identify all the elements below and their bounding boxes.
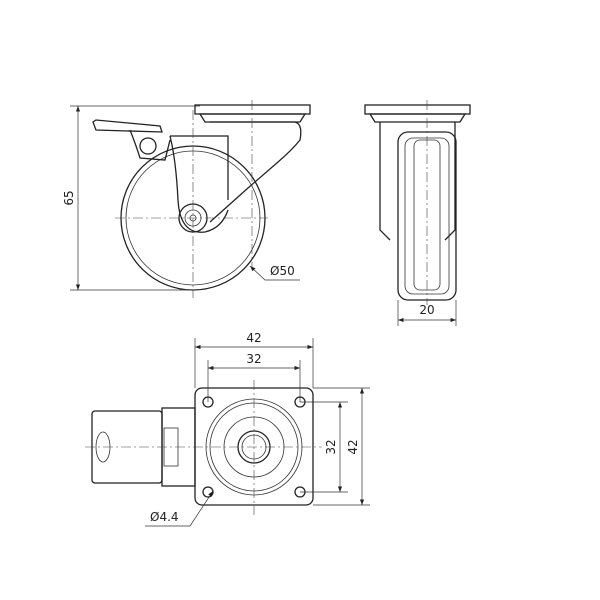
mounting-plate	[194, 104, 311, 115]
swivel-bearing	[198, 113, 307, 123]
wheel-diameter-label: Ø50	[270, 264, 295, 278]
fork-rear	[209, 121, 302, 223]
front-fork	[379, 122, 456, 241]
front-bearing	[368, 113, 467, 123]
plate-height-label: 42	[346, 439, 360, 454]
mounting-hole	[202, 486, 214, 498]
hole-leader	[145, 490, 214, 527]
side-view: 65 Ø50	[62, 100, 311, 298]
front-plate	[364, 104, 471, 115]
brake-pivot	[139, 137, 157, 155]
front-view: 20	[364, 100, 471, 326]
plate-width-label: 42	[246, 331, 261, 345]
wheel-width-label: 20	[419, 303, 434, 317]
hole-diameter-label: Ø4.4	[150, 510, 179, 524]
hole-spacing-x-label: 32	[246, 352, 261, 366]
fork-leg	[170, 135, 229, 200]
top-view: 42 32 32 42 Ø4.4	[85, 331, 370, 527]
diameter-leader	[249, 265, 300, 281]
height-label: 65	[62, 190, 76, 205]
brake-pedal	[92, 119, 163, 133]
brake-lever	[129, 129, 171, 161]
fork-front	[169, 135, 229, 233]
hole-spacing-y-label: 32	[324, 439, 338, 454]
